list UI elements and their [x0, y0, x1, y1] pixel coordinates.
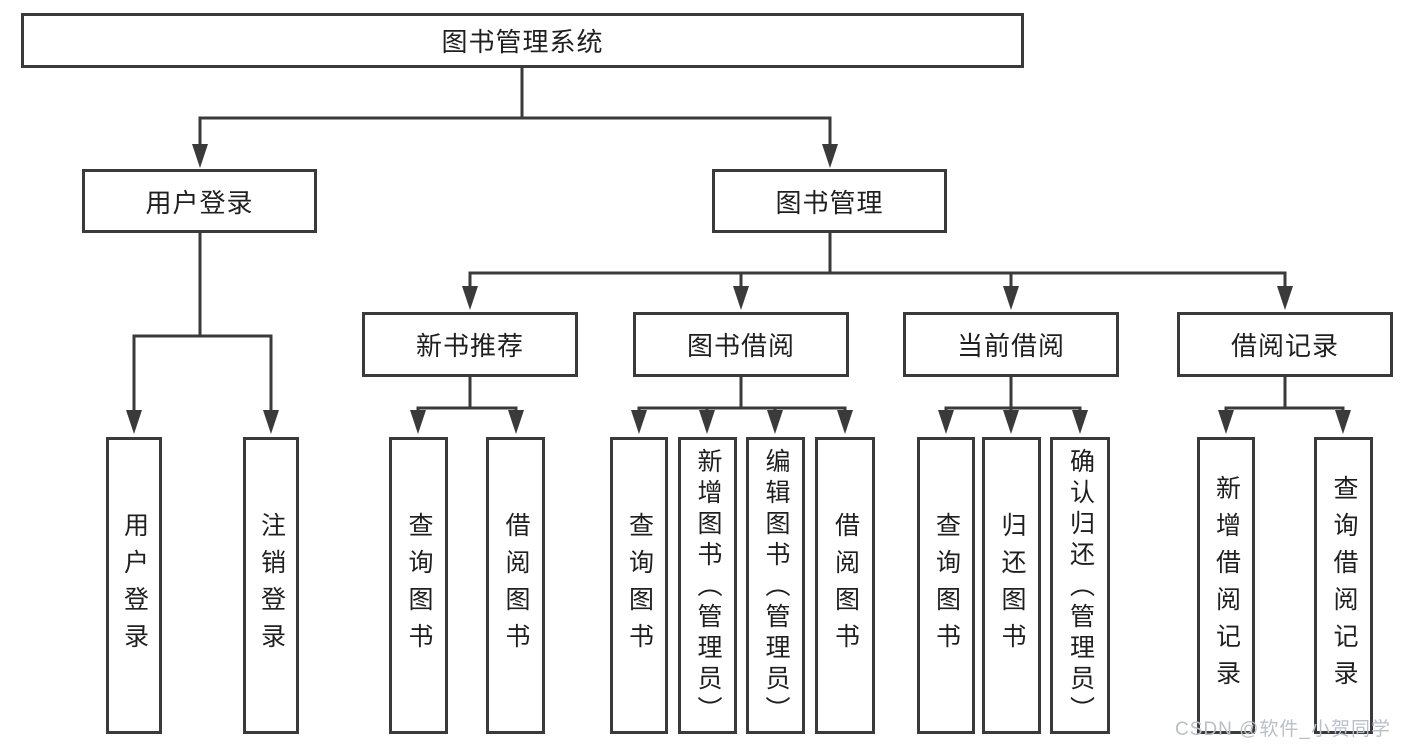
arrowhead: [126, 410, 142, 434]
arrowhead: [837, 410, 853, 434]
node-label: 新增图书（管理员）: [694, 448, 722, 727]
edges-book-borrow: [631, 375, 853, 434]
arrowhead: [1072, 410, 1088, 434]
node-borrow-records: 借阅记录: [1177, 312, 1393, 377]
edges-book-management: [462, 231, 1293, 310]
node-label: 借阅图书: [831, 511, 860, 660]
arrowhead: [767, 410, 783, 434]
edges-user-login: [126, 231, 279, 434]
node-user-login: 用户登录: [82, 169, 317, 233]
arrowhead: [631, 410, 647, 434]
arrowhead: [938, 410, 954, 434]
node-label: 借阅记录: [1230, 331, 1339, 361]
arrowhead: [192, 144, 208, 168]
arrowhead: [508, 410, 524, 434]
node-label: 当前借阅: [956, 331, 1065, 361]
node-label: 用户登录: [145, 187, 254, 218]
arrowhead: [699, 410, 715, 434]
edges-new-book-recommend: [410, 375, 524, 434]
edges-borrow-records: [1218, 375, 1351, 434]
node-label: 注销登录: [257, 511, 286, 660]
node-label: 新增借阅记录: [1212, 474, 1241, 697]
node-new-book-recommend: 新书推荐: [362, 312, 578, 377]
leaf-cb-confirm-return-admin: 确认归还（管理员）: [1050, 437, 1110, 734]
leaf-user-login: 用户登录: [106, 437, 162, 734]
node-label: 用户登录: [120, 511, 149, 660]
arrowhead: [1003, 286, 1019, 310]
leaf-bb-query-books: 查询图书: [610, 437, 668, 734]
node-label: 新书推荐: [415, 331, 524, 361]
arrowhead: [733, 286, 749, 310]
node-label: 查询图书: [625, 511, 654, 660]
node-label: 图书管理系统: [441, 27, 604, 57]
edges-root: [192, 66, 838, 168]
arrowhead: [1277, 286, 1293, 310]
leaf-bb-edit-books-admin: 编辑图书（管理员）: [746, 437, 805, 734]
leaf-br-add-record: 新增借阅记录: [1197, 437, 1255, 734]
csdn-watermark: CSDN @软件_小贺同学: [1175, 719, 1391, 740]
arrowhead: [1218, 410, 1234, 434]
node-label: 图书借阅: [686, 331, 795, 361]
arrowhead: [263, 410, 279, 434]
arrowhead: [1003, 410, 1019, 434]
node-label: 确认归还（管理员）: [1066, 448, 1095, 727]
leaf-bb-add-books-admin: 新增图书（管理员）: [678, 437, 737, 734]
node-label: 查询图书: [405, 511, 433, 660]
leaf-nbr-borrow-books: 借阅图书: [486, 437, 545, 734]
node-book-borrow: 图书借阅: [633, 312, 849, 377]
node-root: 图书管理系统: [21, 13, 1024, 68]
leaf-cb-return-books: 归还图书: [982, 437, 1041, 734]
node-label: 归还图书: [998, 511, 1026, 660]
node-label: 查询图书: [932, 511, 961, 660]
leaf-nbr-query-books: 查询图书: [389, 437, 448, 734]
node-label: 编辑图书（管理员）: [762, 448, 790, 727]
leaf-br-query-record: 查询借阅记录: [1314, 437, 1373, 734]
leaf-cb-query-books: 查询图书: [917, 437, 975, 734]
edges-current-borrow: [938, 375, 1088, 434]
arrowhead: [410, 410, 426, 434]
arrowhead: [462, 286, 478, 310]
node-label: 查询借阅记录: [1330, 474, 1358, 697]
leaf-logout: 注销登录: [243, 437, 299, 734]
arrowhead: [1335, 410, 1351, 434]
node-book-management: 图书管理: [712, 169, 947, 233]
leaf-bb-borrow-books: 借阅图书: [815, 437, 875, 734]
node-label: 图书管理: [775, 187, 884, 218]
arrowhead: [822, 144, 838, 168]
node-label: 借阅图书: [502, 511, 530, 660]
node-current-borrow: 当前借阅: [903, 312, 1119, 377]
